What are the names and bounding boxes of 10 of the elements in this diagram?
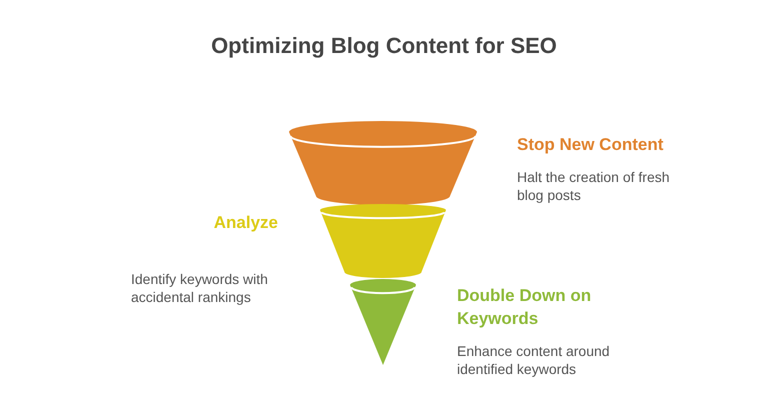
funnel-segment: [320, 204, 446, 278]
diagram-title: Optimizing Blog Content for SEO: [210, 32, 558, 60]
step-description: Halt the creation of fresh blog posts: [517, 168, 671, 204]
step-description: Identify keywords with accidental rankings: [131, 270, 269, 306]
funnel-segment: [289, 121, 477, 205]
step-heading: Analyze: [212, 212, 278, 234]
step-heading: Stop New Content: [517, 134, 664, 156]
funnel-tip-cone: [350, 279, 416, 365]
step-heading: Double Down on Keywords: [457, 285, 592, 330]
step-description: Enhance content around identified keywords: [457, 342, 611, 378]
